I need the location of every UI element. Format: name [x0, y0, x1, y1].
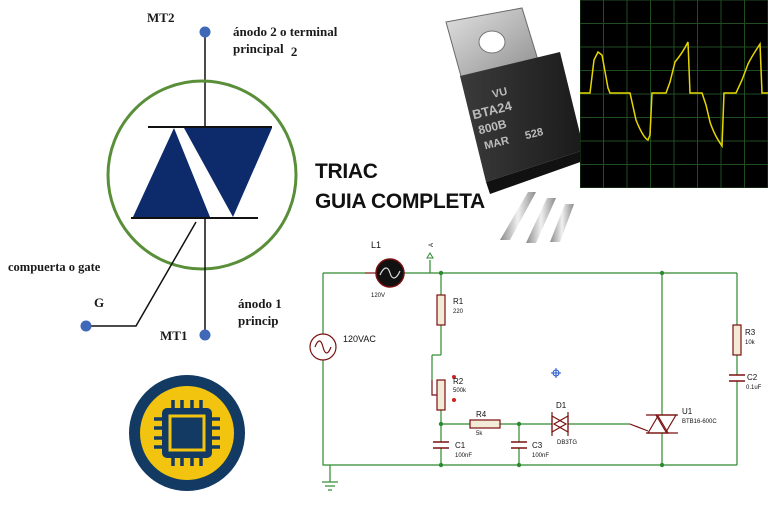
- value-c3: 100nF: [532, 453, 549, 459]
- mt1-label: MT1: [160, 328, 188, 343]
- label-u1: U1: [682, 407, 693, 416]
- triac-outline-circle: [106, 79, 298, 271]
- gate-lead: [88, 221, 197, 327]
- anode1-label-line1: ánodo 1: [238, 296, 282, 311]
- mt2-label: MT2: [147, 10, 175, 25]
- label-c2: C2: [747, 373, 758, 382]
- resistor-r3: [732, 324, 742, 356]
- mt1-terminal-dot: [199, 329, 211, 341]
- label-source: 120VAC: [343, 334, 376, 344]
- triac-triangle-down: [184, 128, 272, 217]
- capacitor-c3: [511, 441, 527, 449]
- cursor-crosshair: [551, 368, 561, 378]
- value-c2: 0.1uF: [746, 385, 762, 391]
- package-code-text: MAR: [483, 135, 510, 153]
- diac-d1: [551, 412, 569, 436]
- label-r2: R2: [453, 377, 464, 386]
- resistor-r1: [436, 294, 446, 326]
- title-line1: TRIAC: [315, 160, 378, 183]
- value-c1: 100nF: [455, 453, 472, 459]
- triac-dimmer-schematic: L1 120V A 120VAC R1 220 R2 500k R4 5k C1…: [309, 240, 762, 491]
- triac-u1-symbol: [629, 414, 678, 434]
- value-r1: 220: [453, 309, 464, 315]
- ac-source-symbol: [309, 333, 337, 361]
- package-epoxy-body: [460, 52, 584, 182]
- title-line2: GUIA COMPLETA: [315, 190, 485, 213]
- package-code2-text: 528: [524, 126, 545, 142]
- package-mounting-hole: [478, 30, 506, 54]
- resistor-r4: [469, 419, 501, 429]
- capacitor-c2: [729, 374, 745, 382]
- label-r4: R4: [476, 410, 487, 419]
- gate-description-label: compuerta o gate: [8, 260, 101, 274]
- label-probe-a: A: [429, 243, 435, 247]
- value-r2: 500k: [453, 388, 467, 394]
- anode2-label-line2: principal 2: [233, 41, 298, 59]
- label-c3: C3: [532, 441, 543, 450]
- value-u1: BTB16-600C: [682, 419, 717, 425]
- gate-label: G: [94, 295, 105, 310]
- label-r1: R1: [453, 297, 464, 306]
- oscilloscope-screen: [580, 0, 768, 188]
- oscilloscope-grid: [580, 0, 768, 188]
- oscilloscope-trace: [580, 41, 768, 149]
- value-r3: 10k: [745, 340, 756, 346]
- label-d1: D1: [556, 401, 567, 410]
- label-l1: L1: [371, 240, 381, 250]
- anode1-label-line2: princip: [238, 313, 279, 328]
- capacitor-c1: [433, 441, 449, 449]
- triac-package-photo: VU BTA24 800B MAR 528: [445, 7, 586, 243]
- package-brand-text: VU: [491, 86, 509, 101]
- triac-symbol-diagram: [80, 26, 298, 341]
- label-r3: R3: [745, 328, 756, 337]
- mt2-terminal-dot: [199, 26, 211, 38]
- potentiometer-r2: [436, 379, 446, 411]
- value-l1: 120V: [371, 293, 385, 299]
- triac-triangle-up: [133, 128, 210, 217]
- gate-terminal-dot: [80, 320, 92, 332]
- chip-logo-icon: [129, 375, 245, 491]
- label-c1: C1: [455, 441, 466, 450]
- value-r4: 5k: [476, 431, 483, 437]
- package-grade-text: 800B: [477, 117, 509, 138]
- anode2-label-line1: ánodo 2 o terminal: [233, 24, 338, 39]
- value-d1: DB3TG: [557, 440, 577, 446]
- lamp-l1-symbol: [365, 258, 405, 288]
- probe-a-marker: [426, 252, 434, 259]
